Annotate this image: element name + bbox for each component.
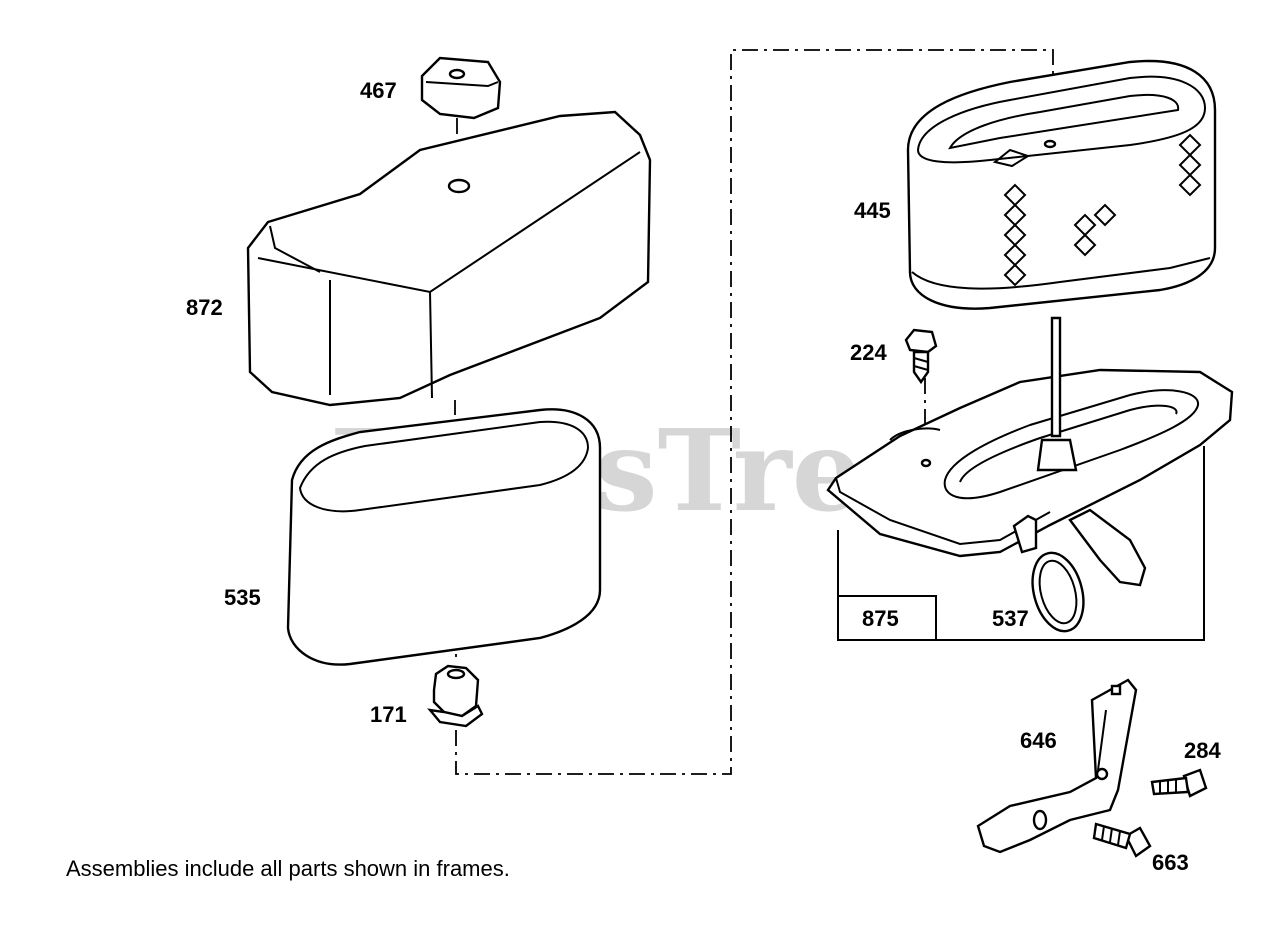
screw-224-part[interactable] [904,328,938,385]
callout-537: 537 [992,606,1029,631]
callout-445: 445 [854,198,891,223]
seal-part[interactable] [1024,547,1091,637]
callout-224: 224 [850,340,887,365]
callout-875: 875 [862,606,899,631]
callout-663: 663 [1152,850,1189,875]
pre-cleaner-part[interactable] [286,408,602,666]
screw-284-part[interactable] [1150,768,1208,798]
bracket-part[interactable] [976,678,1138,854]
callout-646: 646 [1020,728,1057,753]
callout-171: 171 [370,702,407,727]
assembly-frame [837,446,1205,641]
callout-284: 284 [1184,738,1221,763]
air-cleaner-base-part[interactable] [826,316,1234,587]
filter-pleat-marks [1003,133,1202,287]
assembly-note: Assemblies include all parts shown in fr… [66,856,510,881]
callout-872: 872 [186,295,223,320]
callout-467: 467 [360,78,397,103]
air-filter-cartridge-part[interactable] [906,59,1217,310]
screw-663-part[interactable] [1092,822,1152,858]
knob-part[interactable] [420,56,502,120]
air-cleaner-cover-part[interactable] [246,110,652,407]
callout-535: 535 [224,585,261,610]
grommet-part[interactable] [427,664,484,728]
